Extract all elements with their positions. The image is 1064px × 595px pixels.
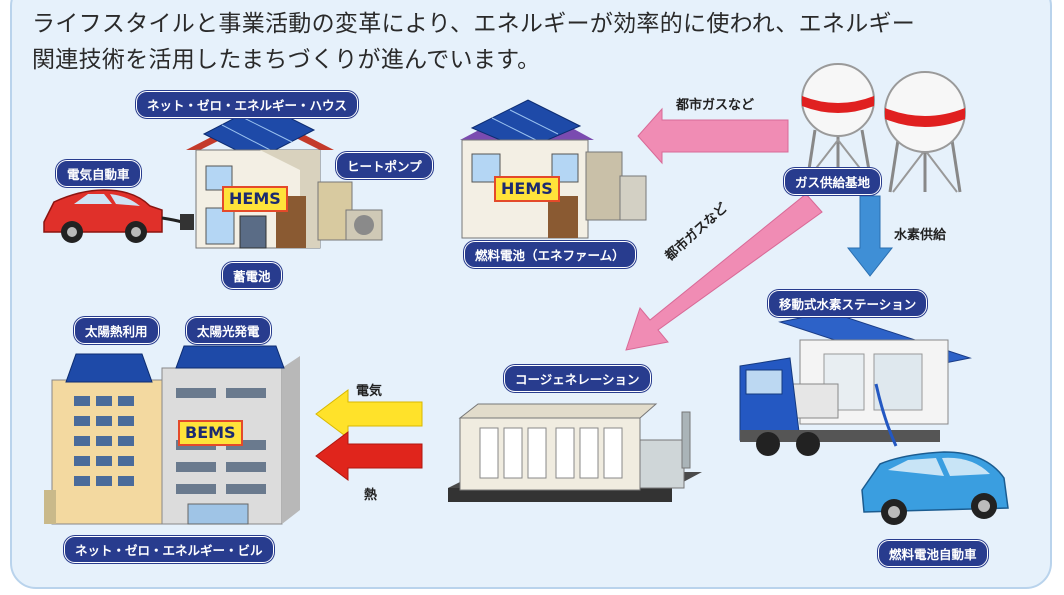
intro-line-1: ライフスタイルと事業活動の変革により、エネルギーが効率的に使われ、エネルギー xyxy=(32,11,916,37)
label-zeb: ネット・ゼロ・エネルギー・ビル xyxy=(64,536,274,563)
label-h2-station: 移動式水素ステーション xyxy=(768,290,928,317)
city-gas-arrow-diagonal xyxy=(625,193,823,351)
label-ev: 電気自動車 xyxy=(56,160,141,187)
label-solar-pv: 太陽光発電 xyxy=(186,317,271,344)
ev-car-illustration xyxy=(43,189,194,243)
label-fcv: 燃料電池自動車 xyxy=(878,540,988,567)
label-gas-base: ガス供給基地 xyxy=(784,168,882,195)
label-heat-pump: ヒートポンプ xyxy=(336,152,433,179)
label-ene-farm: 燃料電池（エネファーム） xyxy=(464,241,636,268)
bems-badge: BEMS xyxy=(178,420,243,446)
electricity-label: 電気 xyxy=(356,384,383,399)
label-zeh: ネット・ゼロ・エネルギー・ハウス xyxy=(136,91,359,118)
fuel-cell-vehicle-illustration xyxy=(861,451,1009,525)
intro-line-2: 関連技術を活用したまちづくりが進んでいます。 xyxy=(32,47,541,73)
label-battery: 蓄電池 xyxy=(222,262,282,289)
cogeneration-illustration xyxy=(448,403,702,502)
heat-label: 熱 xyxy=(364,488,378,503)
city-gas-arrow-top xyxy=(637,107,789,165)
ene-farm-house-illustration xyxy=(460,99,647,239)
hydrogen-supply-arrow xyxy=(846,195,894,277)
label-cogeneration: コージェネレーション xyxy=(504,365,651,392)
heat-arrow xyxy=(315,431,423,481)
hydrogen-station-truck-illustration xyxy=(739,311,972,456)
hems-badge-house: HEMS xyxy=(222,186,288,212)
electricity-arrow xyxy=(315,389,423,439)
hems-badge-ene-farm: HEMS xyxy=(494,176,560,202)
city-gas-label-top: 都市ガスなど xyxy=(676,98,755,113)
label-solar-thermal: 太陽熱利用 xyxy=(74,317,159,344)
zeb-building-illustration xyxy=(44,345,300,525)
hydrogen-supply-label: 水素供給 xyxy=(894,228,947,243)
